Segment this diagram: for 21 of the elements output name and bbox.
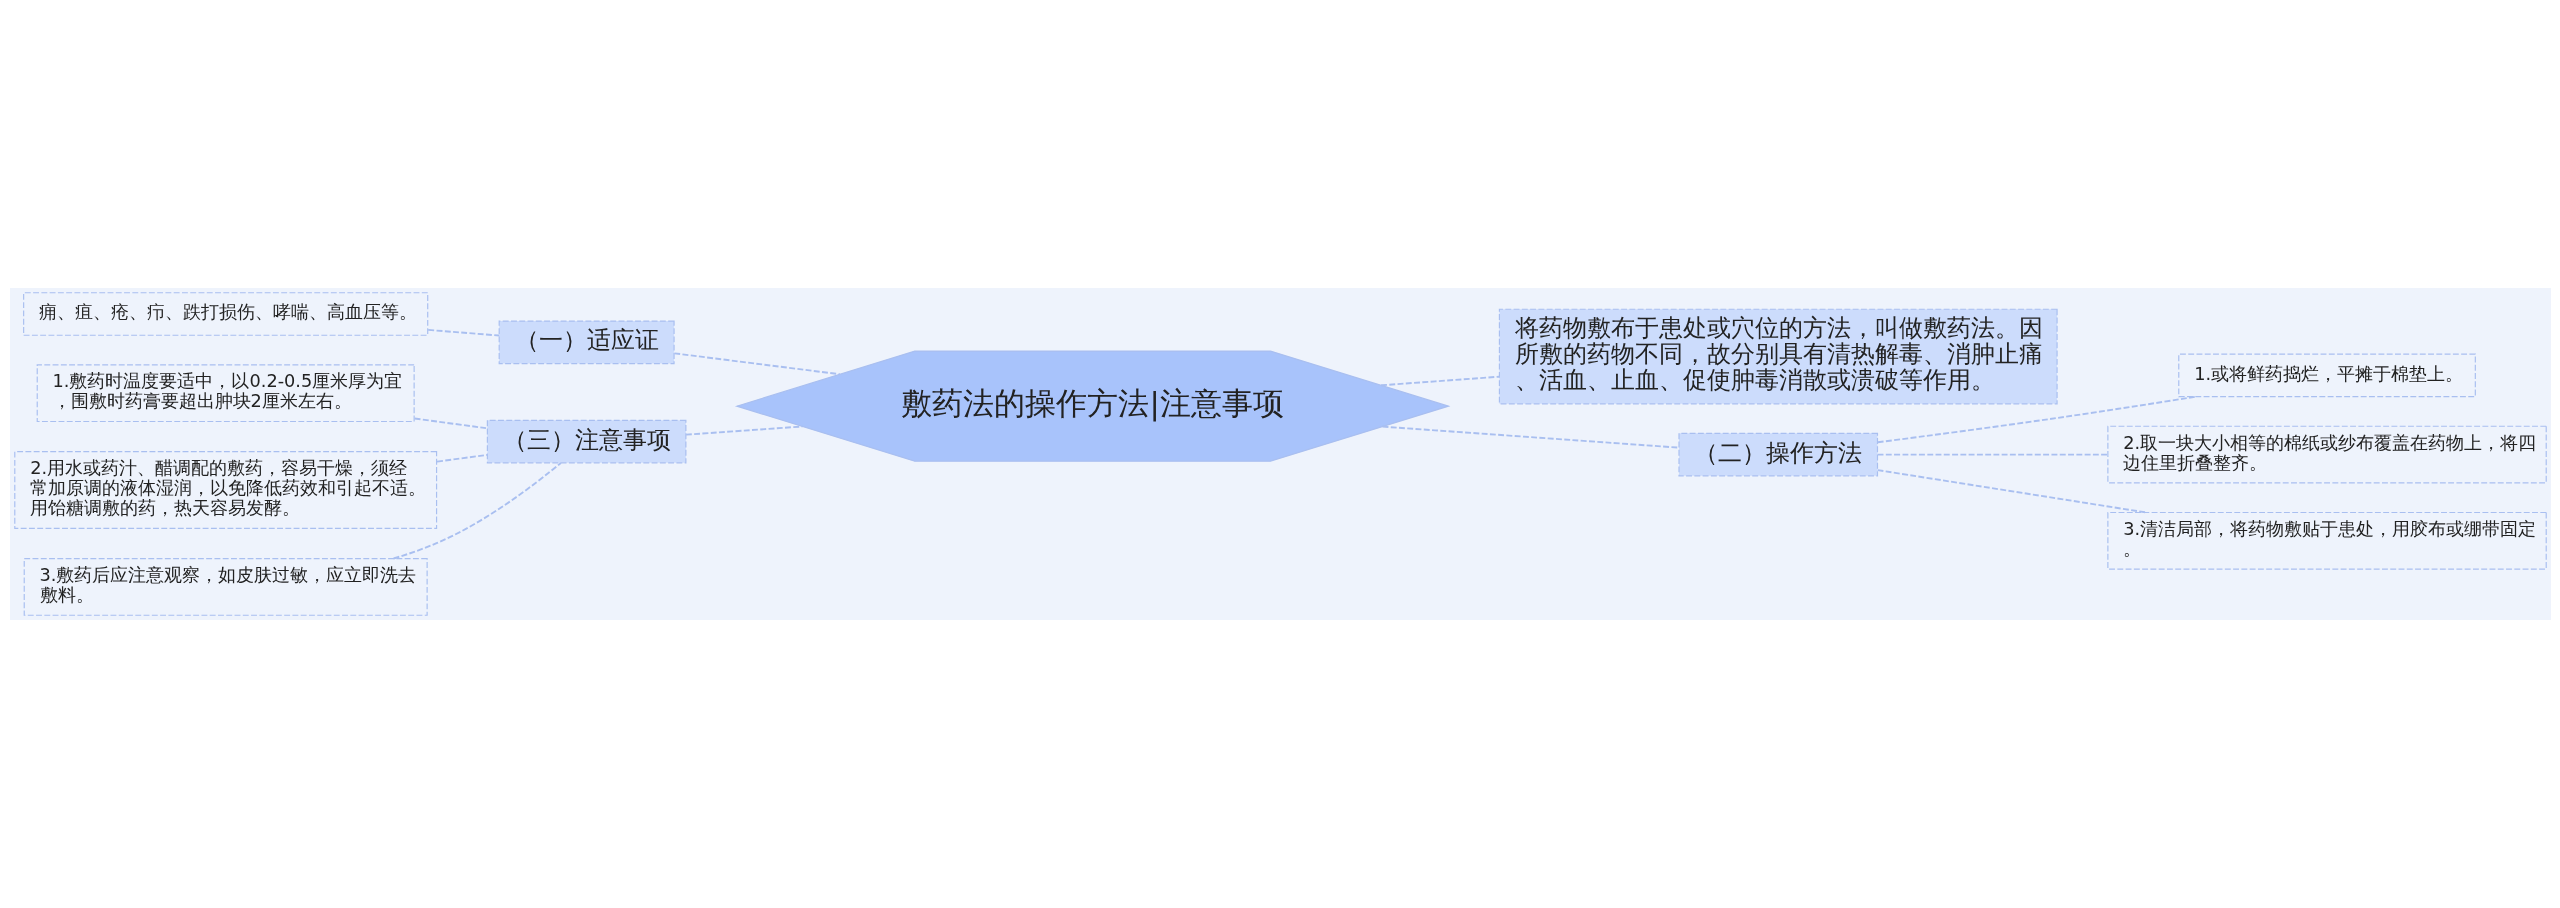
node-box: （二）操作方法 (1677, 432, 1878, 477)
connector (392, 461, 562, 560)
node-box: 将药物敷布于患处或穴位的方法，叫做敷药法。因所敷的药物不同，故分别具有清热解毒、消肿止痛、活血、止血、促使肿毒消散或溃破等作用。 (1498, 308, 2058, 405)
node-box: 3.清洁局部，将药物敷贴于患处，用胶布或绷带固定。 (2106, 511, 2547, 570)
node-box: 痈、疽、疮、疖、跌打损伤、哮喘、高血压等。 (22, 292, 428, 336)
connector (1876, 453, 2109, 456)
node-box: 2.取一块大小相等的棉纸或纱布覆盖在药物上，将四边住里折叠整齐。 (2106, 425, 2547, 484)
node-box: 3.敷药后应注意观察，如皮肤过敏，应立即洗去敷料。 (23, 557, 428, 616)
connector (1381, 425, 1680, 449)
connector (1379, 375, 1500, 387)
connector (426, 328, 500, 337)
node-box: 1.或将鲜药捣烂，平摊于棉垫上。 (2177, 353, 2476, 398)
node-box: 2.用水或药汁、醋调配的敷药，容易干燥，须经常加原调的液体湿润，以免降低药效和引起不适。用饴糖调敷的药，热天容易发酵。 (13, 451, 437, 529)
connector (413, 417, 488, 430)
connector (435, 453, 488, 463)
connector (672, 352, 841, 376)
node-box: （一）适应证 (498, 320, 675, 365)
node-box: 1.敷药时温度要适中，以0.2-0.5厘米厚为宜，围敷时药膏要超出肿块2厘米左右。 (36, 364, 415, 423)
connector (1876, 395, 2197, 444)
connector (1876, 469, 2147, 514)
node-box: （三）注意事项 (486, 419, 686, 464)
